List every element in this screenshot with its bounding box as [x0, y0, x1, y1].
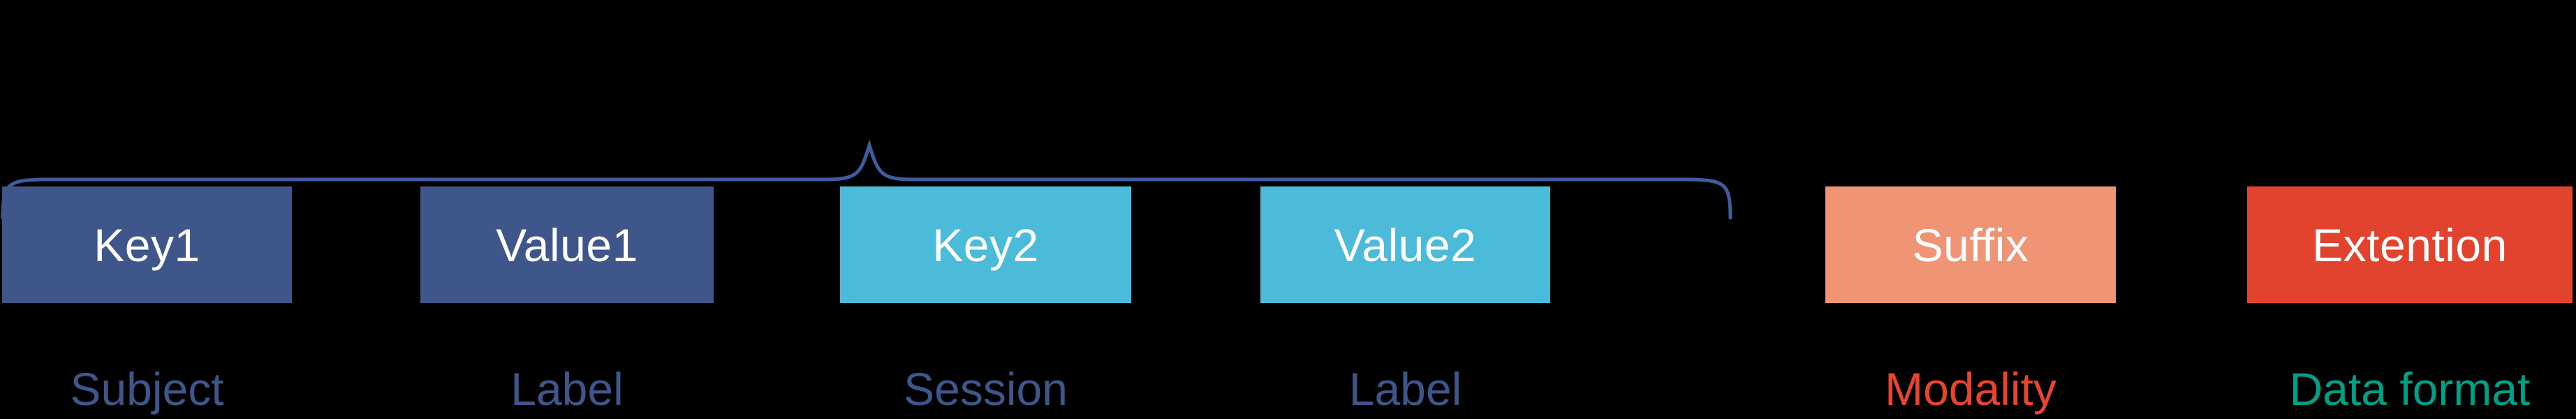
entity-box-extention-label: Extention: [2312, 219, 2508, 271]
caption-subject: Subject: [2, 366, 292, 412]
caption-label-2-text: Label: [1348, 363, 1462, 415]
caption-data-format-text: Data format: [2289, 363, 2531, 415]
caption-modality: Modality: [1825, 366, 2116, 412]
entity-box-value1-label: Value1: [496, 219, 638, 271]
caption-modality-text: Modality: [1885, 363, 2056, 415]
caption-session: Session: [840, 366, 1131, 412]
entity-box-key2[interactable]: Key2: [840, 186, 1131, 303]
entity-box-suffix-label: Suffix: [1912, 219, 2029, 271]
entity-box-key1-label: Key1: [94, 219, 200, 271]
entity-box-key1[interactable]: Key1: [2, 186, 292, 303]
entity-box-key2-label: Key2: [932, 219, 1039, 271]
caption-subject-text: Subject: [70, 363, 224, 415]
entity-box-extention[interactable]: Extention: [2247, 186, 2573, 303]
caption-session-text: Session: [904, 363, 1068, 415]
caption-label-1-text: Label: [510, 363, 624, 415]
entity-box-value2-label: Value2: [1334, 219, 1477, 271]
entity-box-value2[interactable]: Value2: [1260, 186, 1550, 303]
caption-label-1: Label: [420, 366, 714, 412]
caption-label-2: Label: [1260, 366, 1550, 412]
caption-data-format: Data format: [2247, 366, 2573, 412]
entity-box-suffix[interactable]: Suffix: [1825, 186, 2116, 303]
entity-box-value1[interactable]: Value1: [420, 186, 714, 303]
